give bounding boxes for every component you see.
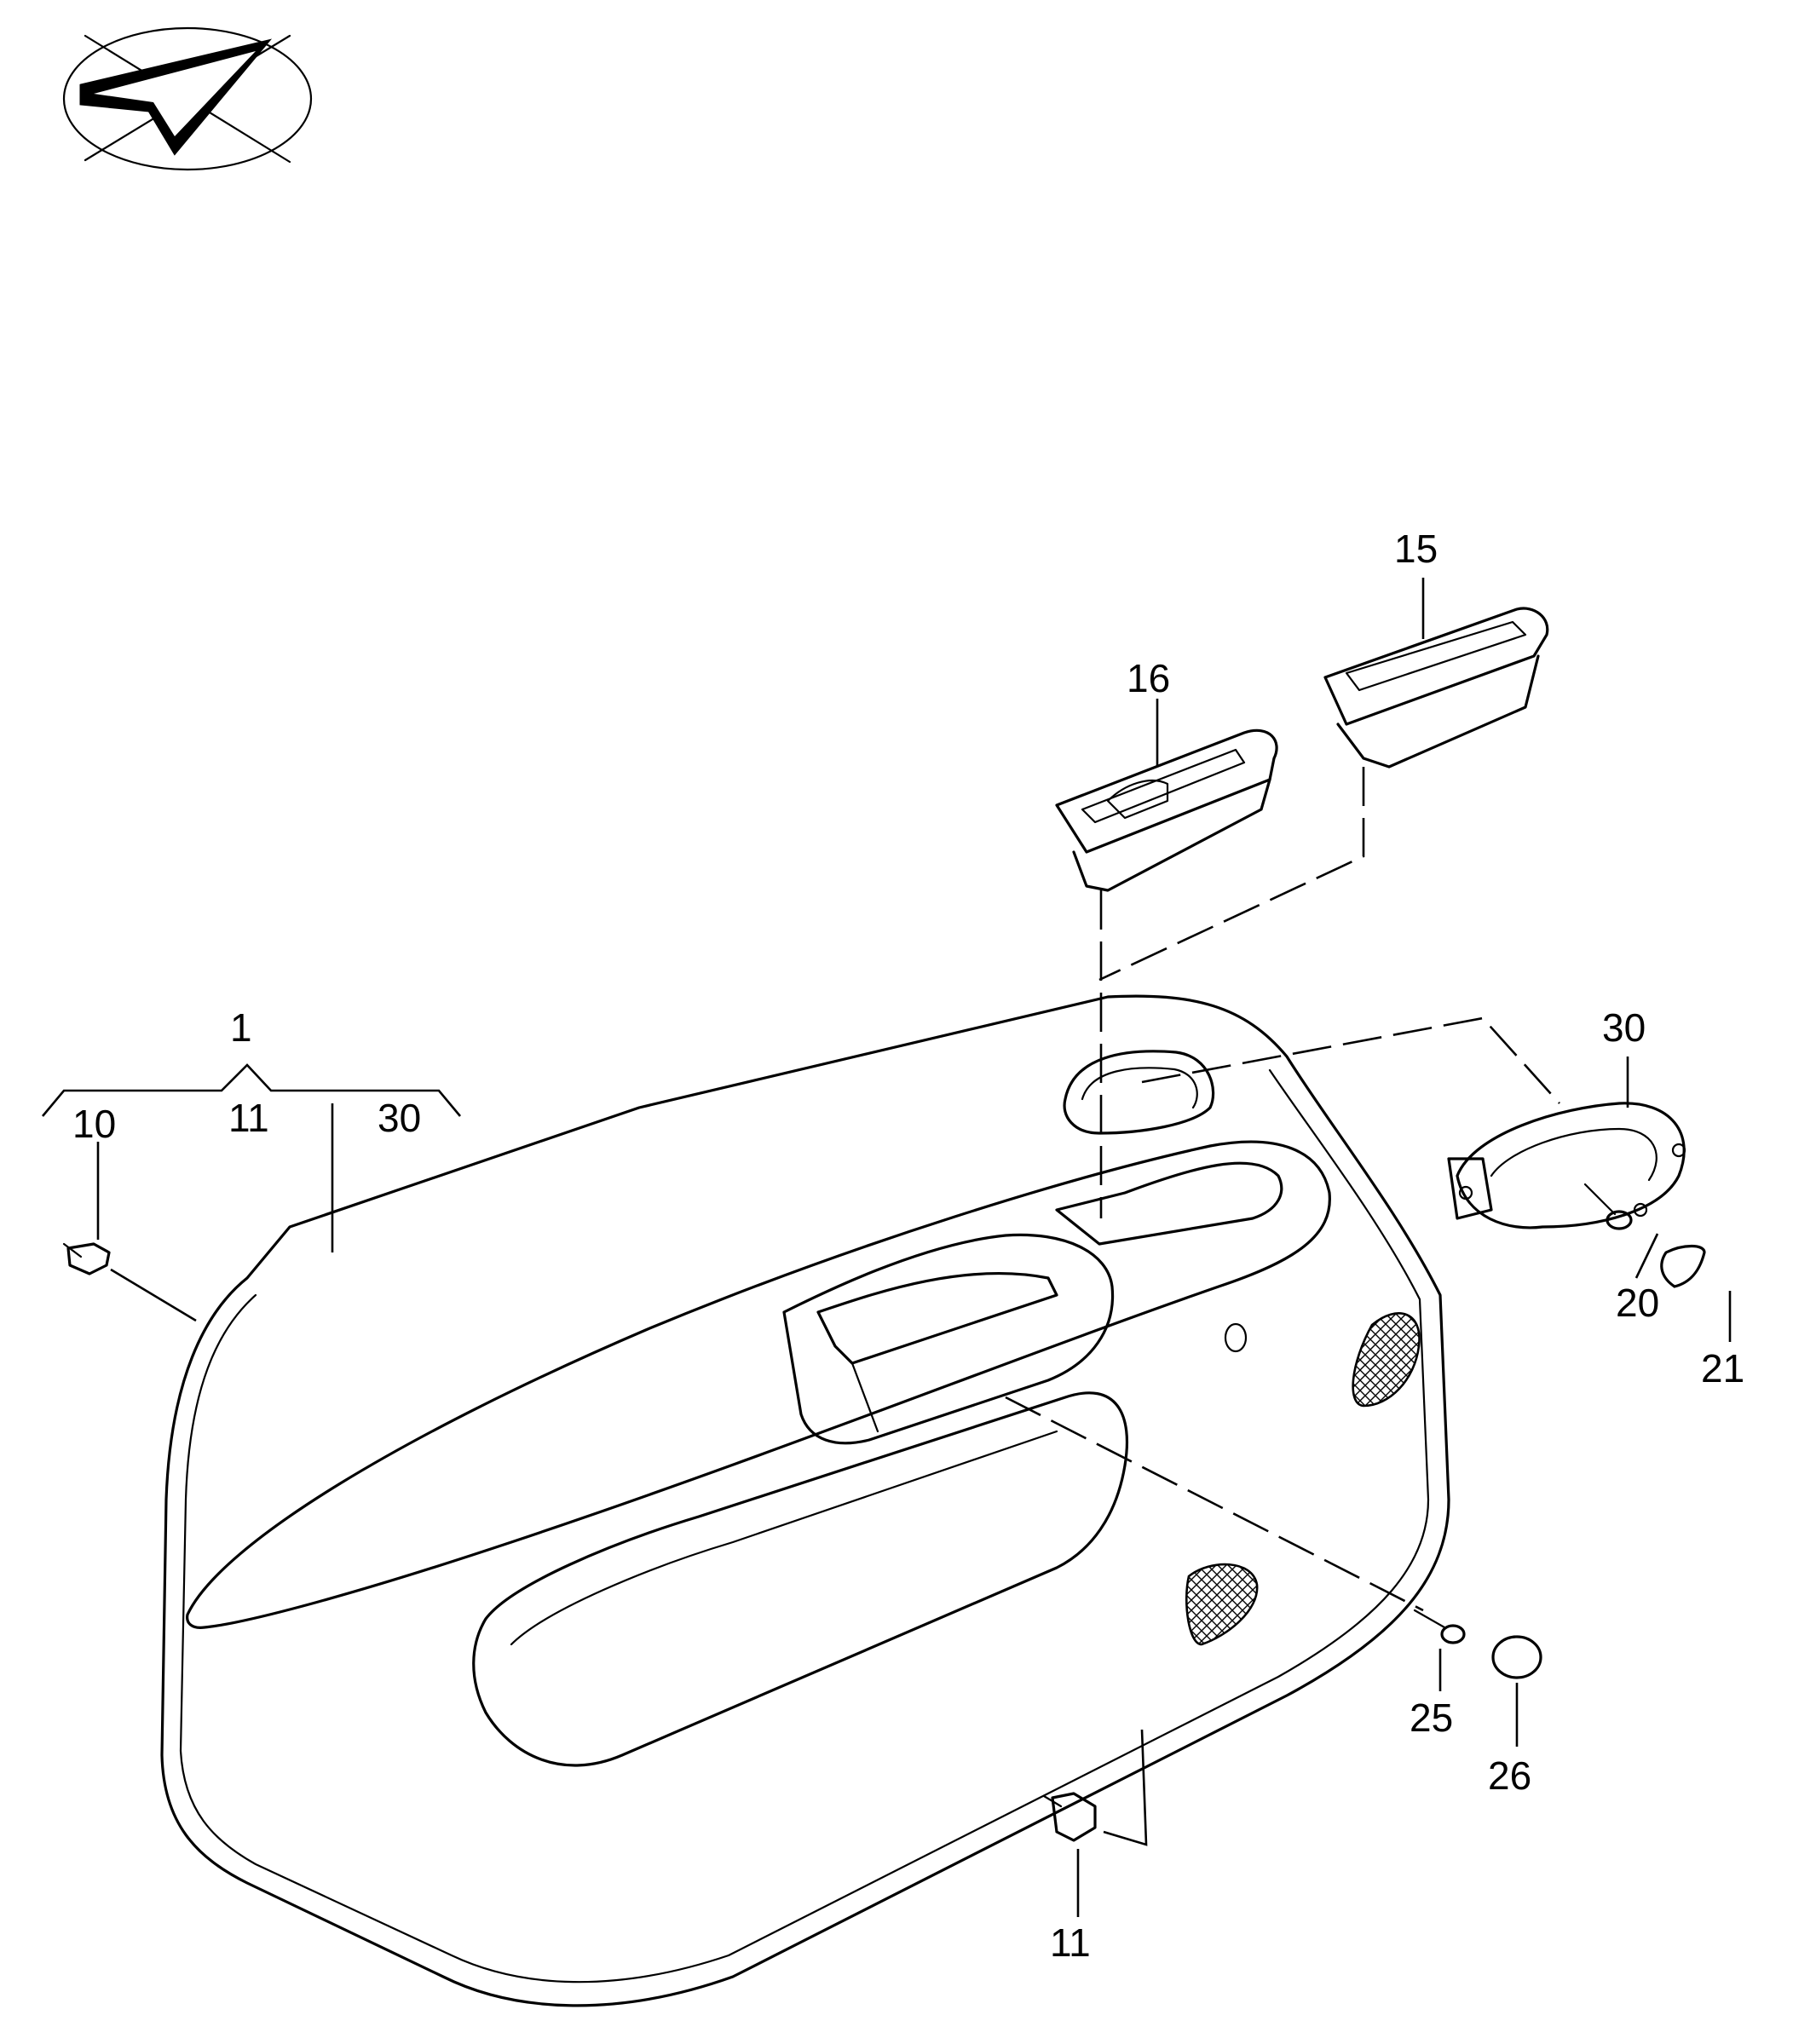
cap-part-26	[1491, 1635, 1542, 1679]
callout-10: 10	[72, 1102, 116, 1146]
window-switch-part-16	[1055, 728, 1278, 892]
callout-16: 16	[1127, 656, 1170, 700]
door-handle-part-30	[1447, 1102, 1686, 1229]
callout-15: 15	[1394, 527, 1438, 571]
door-trim-panel	[160, 994, 1450, 2007]
callout-11-clip: 11	[1050, 1920, 1091, 1965]
direction-logo-icon	[62, 26, 313, 171]
clip-part-11	[1042, 1792, 1097, 1842]
callout-26: 26	[1488, 1753, 1531, 1798]
callout-20: 20	[1616, 1281, 1659, 1325]
callout-1: 1	[230, 1005, 252, 1050]
screw-part-25	[1413, 1609, 1466, 1644]
switch-bezel-part-15	[1323, 607, 1549, 769]
screw-part-20	[1583, 1183, 1633, 1230]
cap-part-21	[1660, 1244, 1706, 1288]
callout-30-handle: 30	[1602, 1005, 1646, 1050]
callout-25: 25	[1410, 1696, 1453, 1740]
callout-labels: 1 10 11 30 16 15 30 20 21 25 26 11	[72, 527, 1744, 1965]
callout-30-assembly: 30	[378, 1096, 421, 1140]
callout-21: 21	[1701, 1346, 1744, 1390]
callout-11-assembly: 11	[228, 1096, 269, 1140]
clip-part-10	[62, 1242, 111, 1275]
assembly-lines	[1005, 767, 1560, 1612]
leader-lines	[42, 578, 1732, 1917]
